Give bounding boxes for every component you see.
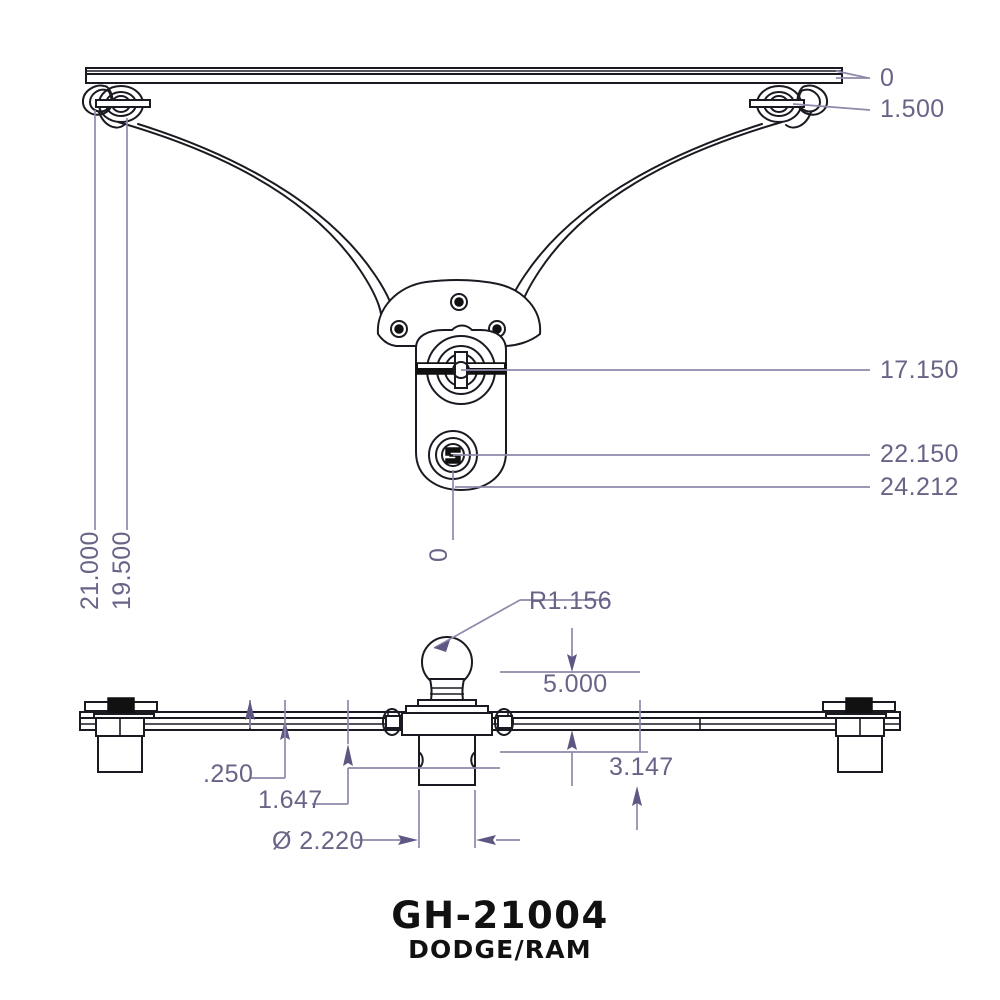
left-end-bracket: [84, 697, 158, 773]
bottom-view-group: R1.156 5.000 3.147 .250 1.647 Ø 2.220: [79, 587, 901, 855]
inner-clamp-bolts: [382, 708, 514, 736]
dim-label-1500: 1.500: [880, 95, 945, 123]
dim-label-250: .250: [203, 760, 253, 788]
dim-label-5000: 5.000: [543, 670, 608, 698]
center-hub-plate: [376, 278, 542, 347]
dim-label-21000: 21.000: [76, 531, 104, 610]
bottom-view-dimension-labels: R1.156 5.000 3.147 .250 1.647 Ø 2.220: [203, 587, 674, 855]
top-view-group: 0 1.500 17.150 22.150 24.212 21.000 19.5…: [76, 64, 959, 610]
left-ring-bracket: [81, 84, 151, 129]
dim-label-17150: 17.150: [880, 356, 959, 384]
bottom-view-dimension-lines: [245, 599, 648, 848]
right-end-bracket: [822, 697, 896, 773]
top-rail: [85, 67, 843, 84]
title-block: GH-21004 DODGE/RAM: [391, 894, 608, 964]
dim-label-19500: 19.500: [108, 531, 136, 610]
center-stem-plate: [415, 324, 507, 492]
dim-label-24212: 24.212: [880, 473, 959, 501]
dim-label-3147: 3.147: [609, 753, 674, 781]
dim-label-r1156: R1.156: [529, 587, 612, 615]
dim-label-22150: 22.150: [880, 440, 959, 468]
dim-label-0-top: 0: [880, 64, 894, 92]
dim-label-1647: 1.647: [258, 786, 323, 814]
hitch-ball-assembly: [401, 636, 493, 786]
top-view-dimension-labels: 0 1.500 17.150 22.150 24.212 21.000 19.5…: [76, 64, 959, 610]
vehicle-application-subtitle: DODGE/RAM: [408, 935, 592, 964]
part-number-title: GH-21004: [391, 894, 608, 937]
dim-label-0-bottom: 0: [425, 548, 453, 562]
top-view-dimension-lines: [94, 70, 871, 540]
dim-label-2220: Ø 2.220: [272, 827, 364, 855]
